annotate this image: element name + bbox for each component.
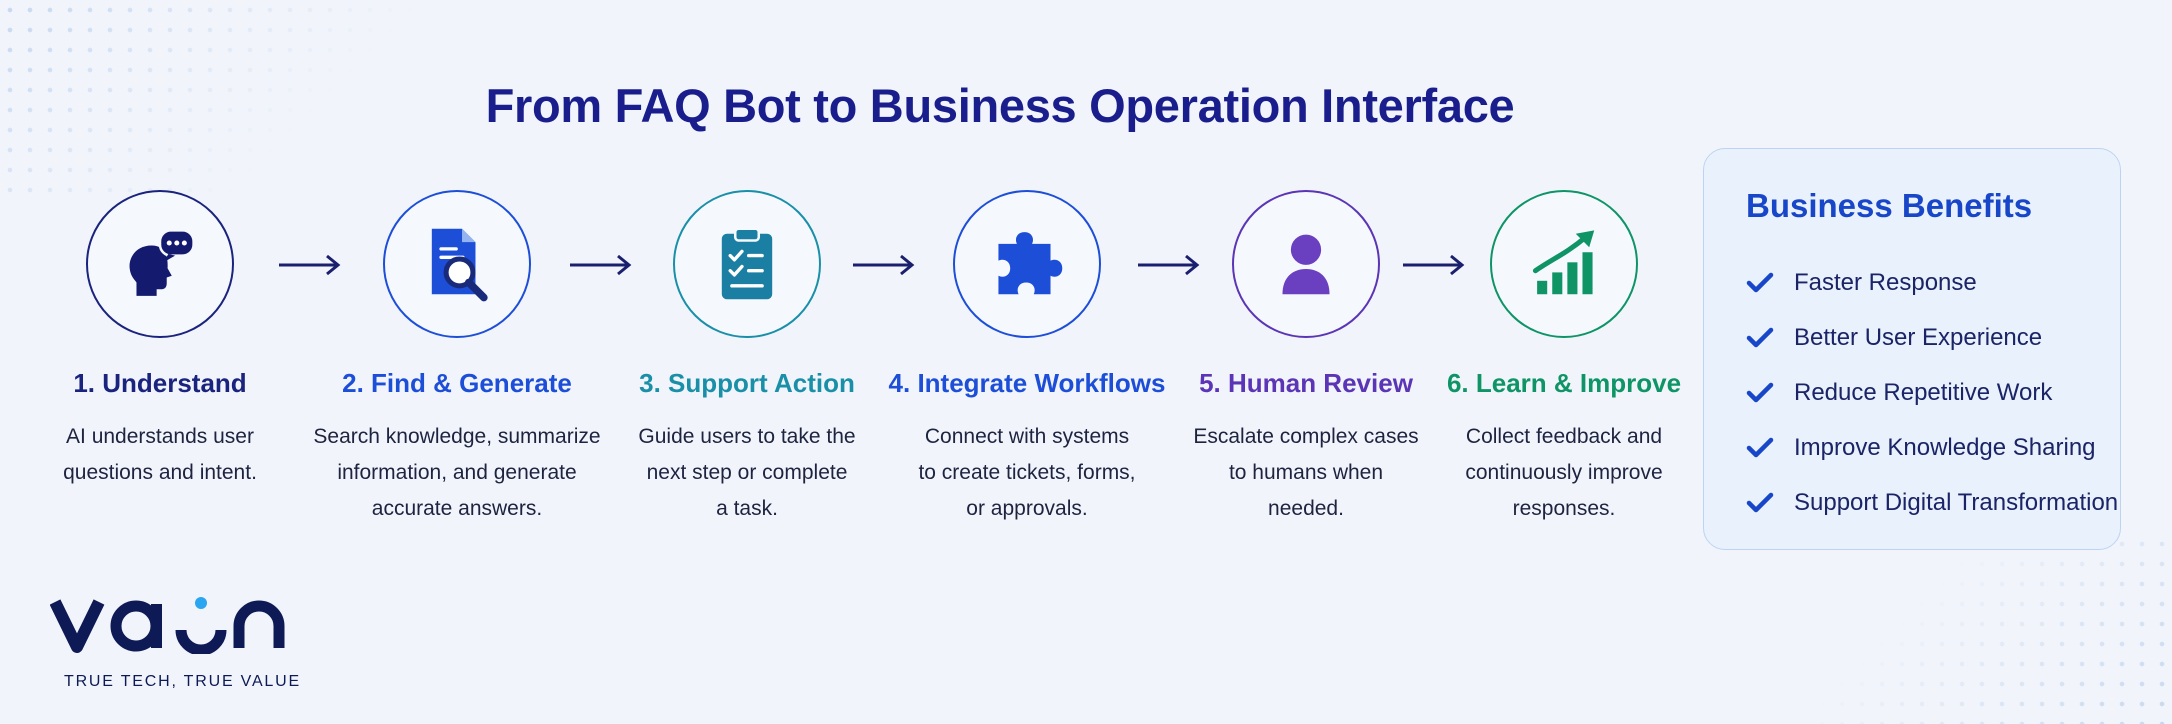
arrow-right-icon bbox=[853, 254, 915, 276]
step-description-line: to create tickets, forms, bbox=[918, 461, 1136, 484]
step-description: AI understands user questions and intent… bbox=[10, 419, 310, 491]
page-title: From FAQ Bot to Business Operation Inter… bbox=[485, 79, 1515, 132]
step-description: Collect feedback and continuously improv… bbox=[1414, 419, 1714, 527]
benefit-item: Reduce Repetitive Work bbox=[1746, 365, 2120, 420]
step-description-line: next step or complete bbox=[646, 461, 848, 484]
step-find-generate: 2. Find & Generate Search knowledge, sum… bbox=[307, 190, 607, 527]
step-description-line: continuously improve bbox=[1465, 461, 1663, 484]
step-icon-circle bbox=[383, 190, 531, 338]
step-title: 5. Human Review bbox=[1199, 368, 1413, 398]
step-description: Search knowledge, summarize information,… bbox=[307, 419, 607, 527]
step-title: 1. Understand bbox=[73, 368, 247, 398]
step-description-line: responses. bbox=[1512, 497, 1616, 520]
logo-tagline: TRUE TECH, TRUE VALUE bbox=[64, 673, 301, 690]
benefit-item: Better User Experience bbox=[1746, 310, 2120, 365]
document-search-icon bbox=[431, 228, 488, 302]
vaon-logo: TRUE TECH, TRUE VALUE bbox=[49, 590, 301, 691]
arrow-right-icon bbox=[570, 254, 632, 276]
step-description-line: a task. bbox=[716, 497, 778, 520]
checkmark-icon bbox=[1746, 327, 1774, 347]
arrow-right-icon bbox=[1403, 254, 1465, 276]
checkmark-icon bbox=[1746, 492, 1774, 512]
step-learn-improve: 6. Learn & Improve Collect feedback and … bbox=[1414, 190, 1714, 527]
step-icon-circle bbox=[1490, 190, 1638, 338]
step-title: 4. Integrate Workflows bbox=[888, 368, 1166, 398]
step-description-line: to humans when bbox=[1228, 461, 1384, 484]
puzzle-icon bbox=[998, 232, 1063, 295]
step-description-line: Escalate complex cases bbox=[1193, 425, 1419, 448]
benefit-label: Improve Knowledge Sharing bbox=[1794, 433, 2096, 461]
step-icon-circle bbox=[673, 190, 821, 338]
benefit-label: Reduce Repetitive Work bbox=[1794, 378, 2053, 406]
benefit-label: Faster Response bbox=[1794, 268, 1977, 296]
arrow-right-icon bbox=[1138, 254, 1200, 276]
checkmark-icon bbox=[1746, 382, 1774, 402]
head-chat-icon bbox=[129, 229, 195, 296]
benefit-label: Better User Experience bbox=[1794, 323, 2043, 351]
dot-pattern-top-left bbox=[0, 0, 420, 200]
dot-pattern-bottom-right bbox=[1812, 534, 2172, 724]
clipboard-checklist-icon bbox=[721, 227, 773, 300]
step-description-line: information, and generate bbox=[337, 461, 577, 484]
step-description-line: Search knowledge, summarize bbox=[313, 425, 601, 448]
benefit-label: Support Digital Transformation bbox=[1794, 488, 2119, 516]
step-title: 3. Support Action bbox=[639, 368, 855, 398]
benefit-item: Improve Knowledge Sharing bbox=[1746, 420, 2120, 475]
arrow-right-icon bbox=[279, 254, 341, 276]
step-description-line: accurate answers. bbox=[371, 497, 543, 520]
step-description: Connect with systems to create tickets, … bbox=[877, 419, 1177, 527]
benefit-item: Support Digital Transformation bbox=[1746, 475, 2120, 530]
step-icon-circle bbox=[953, 190, 1101, 338]
step-icon-circle bbox=[1232, 190, 1380, 338]
logo-wordmark bbox=[49, 597, 285, 656]
checkmark-icon bbox=[1746, 272, 1774, 292]
step-title: 6. Learn & Improve bbox=[1446, 368, 1682, 398]
business-benefits-panel: Business Benefits Faster Response Better… bbox=[1703, 148, 2121, 550]
step-description-line: Connect with systems bbox=[924, 425, 1130, 448]
checkmark-icon bbox=[1746, 437, 1774, 457]
step-description: Guide users to take the next step or com… bbox=[597, 419, 897, 527]
benefits-title: Business Benefits bbox=[1746, 187, 2033, 224]
step-understand: 1. Understand AI understands user questi… bbox=[10, 190, 310, 491]
step-description-line: needed. bbox=[1268, 497, 1344, 520]
step-description: Escalate complex cases to humans when ne… bbox=[1156, 419, 1456, 527]
step-description-line: AI understands user bbox=[66, 425, 254, 448]
step-icon-circle bbox=[86, 190, 234, 338]
step-description-line: Guide users to take the bbox=[638, 425, 856, 448]
person-icon bbox=[1282, 234, 1330, 295]
step-human-review: 5. Human Review Escalate complex cases t… bbox=[1156, 190, 1456, 527]
step-description-line: Collect feedback and bbox=[1465, 425, 1663, 448]
step-description-line: or approvals. bbox=[966, 497, 1088, 520]
step-title: 2. Find & Generate bbox=[342, 368, 572, 398]
benefit-item: Faster Response bbox=[1746, 255, 2120, 310]
step-integrate-workflows: 4. Integrate Workflows Connect with syst… bbox=[877, 190, 1177, 527]
step-description-line: questions and intent. bbox=[63, 461, 257, 484]
growth-chart-icon bbox=[1532, 230, 1595, 295]
step-support-action: 3. Support Action Guide users to take th… bbox=[597, 190, 897, 527]
